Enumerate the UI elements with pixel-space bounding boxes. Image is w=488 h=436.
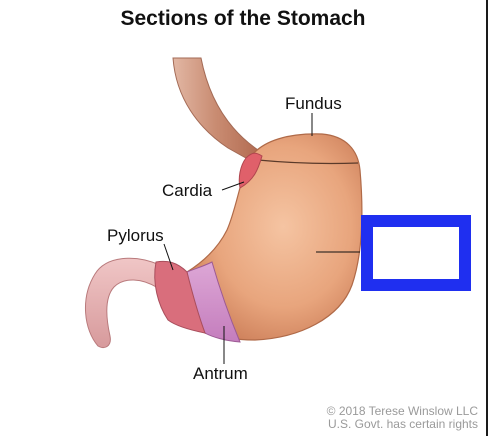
label-cardia: Cardia [162,181,213,200]
fundus-boundary [257,159,359,165]
credit-line-1: © 2018 Terese Winslow LLC [326,404,478,418]
stomach-body [186,133,363,341]
label-antrum: Antrum [193,364,248,383]
label-fundus: Fundus [285,94,342,113]
cardia-region [238,152,263,189]
leader-cardia [221,181,245,191]
hidden-label-box [361,215,471,291]
esophagus [172,57,259,159]
diagram-title: Sections of the Stomach [120,7,366,30]
credit-line-2: U.S. Govt. has certain rights [327,417,478,431]
duodenum [85,257,161,349]
leader-pylorus [163,243,174,271]
label-pylorus: Pylorus [107,226,164,245]
pylorus-region [154,260,206,334]
